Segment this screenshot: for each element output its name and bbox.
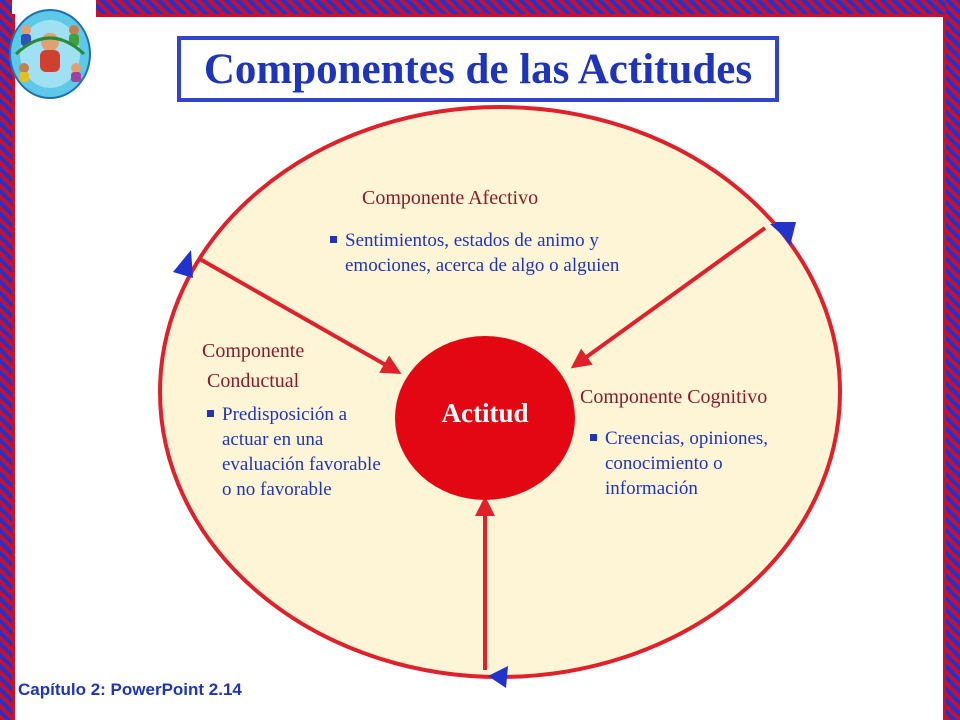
center-label: Actitud [441,398,529,428]
cognitive-bullet: Creencias, opiniones, conocimiento o inf… [590,426,775,501]
center-ellipse [395,336,575,500]
cognitive-bullet-text: Creencias, opiniones, conocimiento o inf… [605,428,769,499]
frame-top-line [96,14,946,17]
world-people-logo-icon [9,9,91,99]
blue-arrowhead-left [173,250,193,278]
cognitive-label: Componente Cognitivo [580,386,768,408]
bullet-square-icon [330,236,337,243]
arrow-affective-to-center [570,226,767,369]
bullet-square-icon [207,410,214,417]
frame-right-border [946,0,960,720]
frame-left-line [12,14,15,720]
slide-title: Componentes de las Actitudes [203,45,753,93]
arrow-behavioral-to-center [197,256,402,374]
affective-bullet: Sentimientos, estados de animo y emocion… [330,228,675,278]
affective-bullet-text: Sentimientos, estados de animo y emocion… [345,230,620,276]
frame-left-border [0,0,12,720]
behavioral-label-line1: Componente [202,340,305,362]
bullet-square-icon [590,434,597,441]
behavioral-bullet: Predisposición a actuar en una evaluació… [207,402,392,502]
blue-arrowhead-right-tip [774,222,796,246]
affective-label: Componente Afectivo [362,187,539,209]
slide-footer: Capítulo 2: PowerPoint 2.14 [18,680,242,699]
title-box: Componentes de las Actitudes [177,36,779,102]
frame-right-line [943,14,946,720]
behavioral-bullet-text: Predisposición a actuar en una evaluació… [222,404,381,500]
blue-arrowhead-bottom [488,666,508,688]
behavioral-label-line2: Conductual [207,370,300,392]
frame-top-border [96,0,946,14]
